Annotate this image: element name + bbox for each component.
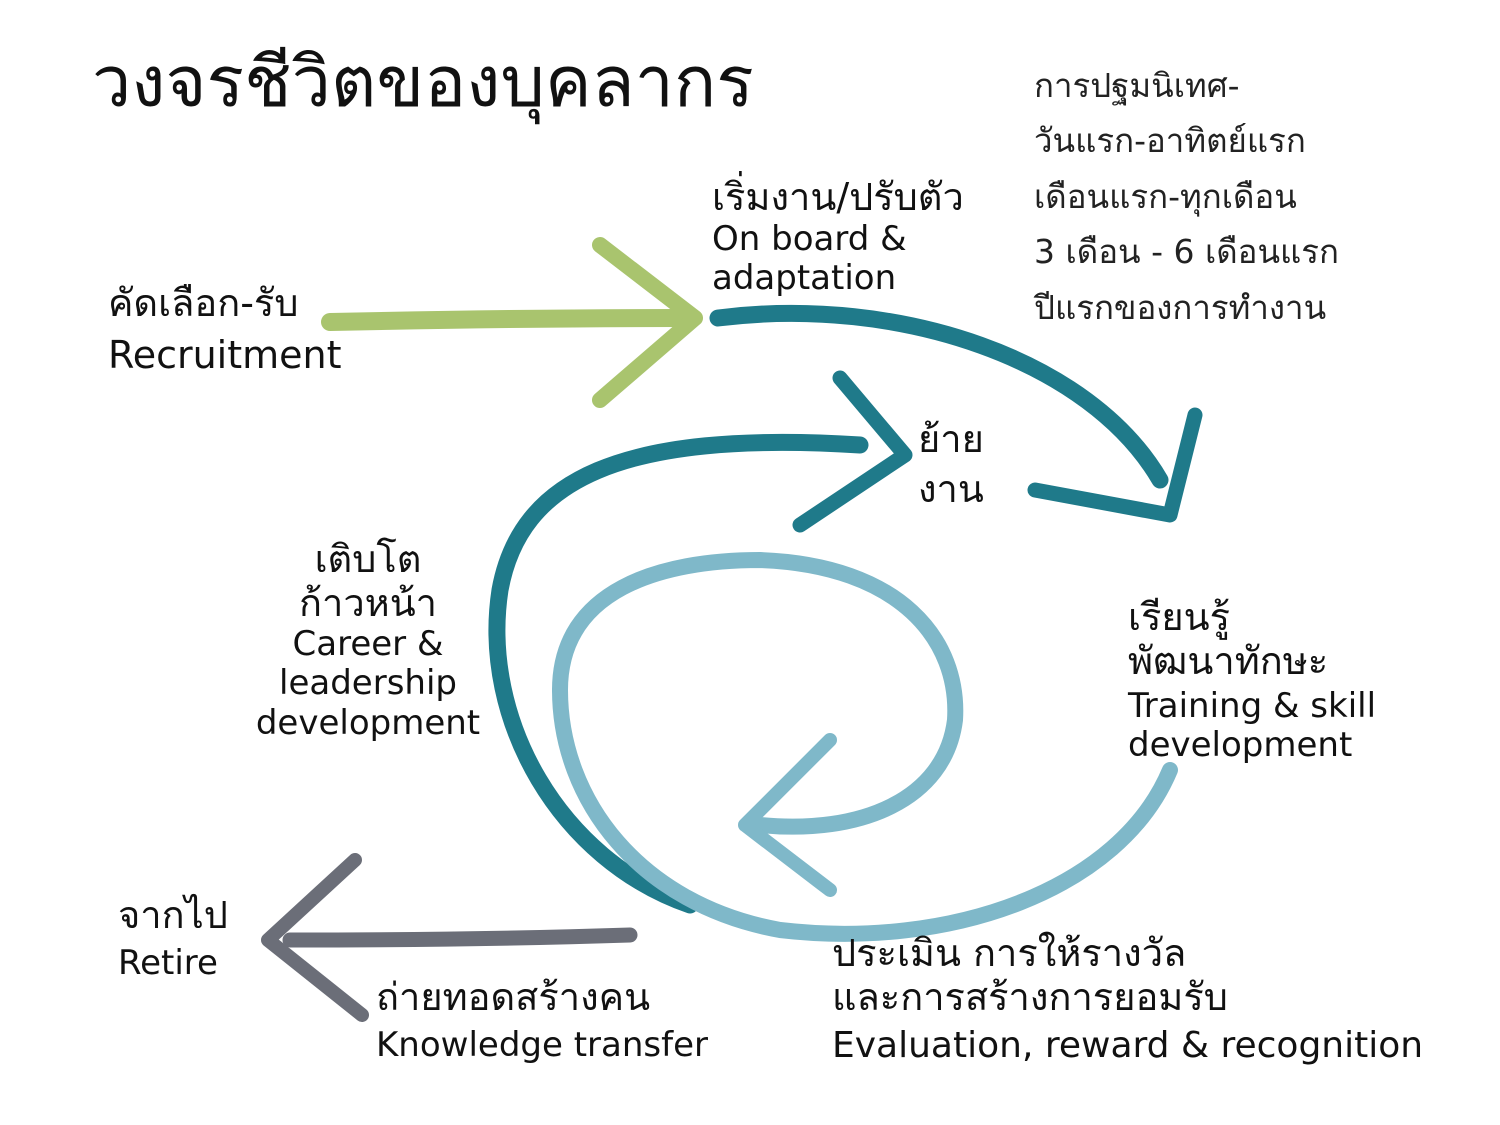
stage-career-th-1: เติบโต [314, 537, 422, 581]
page-title: วงจรชีวิตของบุคลากร [92, 41, 754, 123]
schedule-line: วันแรก-อาทิตย์แรก [1034, 121, 1306, 161]
onboard-arrow-head [1027, 407, 1203, 523]
recruit-arrow-shaft [321, 309, 689, 331]
stage-evaluation-en: Evaluation, reward & recognition [832, 1025, 1424, 1067]
recruit-arrow-head [592, 237, 703, 408]
onboard-arrow-shaft [709, 304, 1169, 489]
stage-career: เติบโต ก้าวหน้า Career & leadership deve… [248, 537, 488, 743]
stage-knowledge: ถ่ายทอดสร้างคน Knowledge transfer [376, 975, 708, 1065]
schedule-line: การปฐมนิเทศ- [1034, 66, 1240, 105]
stage-retire-th: จากไป [118, 893, 228, 937]
stage-knowledge-th: ถ่ายทอดสร้างคน [376, 975, 651, 1019]
stage-career-en-3: development [255, 702, 481, 743]
stage-evaluation-th-1: ประเมิน การให้รางวัล [832, 931, 1187, 975]
career-arrow-head [792, 370, 913, 533]
stage-career-en-1: Career & [292, 624, 444, 665]
career-arrow [488, 370, 913, 914]
schedule-line: เดือนแรก-ทุกเดือน [1034, 176, 1297, 216]
onboard-arrow [709, 304, 1203, 523]
stage-training-en-1: Training & skill [1128, 686, 1377, 727]
training-loop-outer [552, 682, 1178, 942]
stage-evaluation-th-2: และการสร้างการยอมรับ [832, 974, 1228, 1019]
stage-onboard: เริ่มงาน/ปรับตัว On board & adaptation [712, 175, 964, 298]
stage-onboard-en-2: adaptation [712, 257, 897, 298]
stage-career-en-2: leadership [279, 663, 457, 704]
stage-transfer-th-2: งาน [918, 466, 984, 511]
retire-arrow-shaft [282, 927, 638, 948]
stage-transfer-th-1: ย้าย [918, 417, 984, 461]
training-loop-head [738, 733, 837, 897]
schedule-line: ปีแรกของการทำงาน [1034, 287, 1327, 327]
stage-career-th-2: ก้าวหน้า [298, 580, 438, 625]
stage-knowledge-en: Knowledge transfer [376, 1024, 708, 1065]
stage-onboard-th: เริ่มงาน/ปรับตัว [712, 175, 964, 219]
stage-recruitment-en: Recruitment [108, 332, 342, 377]
onboarding-schedule: การปฐมนิเทศ- วันแรก-อาทิตย์แรก เดือนแรก-… [1034, 58, 1339, 335]
career-arrow-shaft [488, 433, 869, 914]
stage-retire: จากไป Retire [118, 893, 228, 983]
stage-evaluation: ประเมิน การให้รางวัล และการสร้างการยอมรั… [832, 931, 1424, 1067]
stage-recruitment: คัดเลือก-รับ Recruitment [108, 281, 342, 377]
stage-training-th-2: พัฒนาทักษะ [1128, 638, 1329, 683]
schedule-line: 3 เดือน - 6 เดือนแรก [1034, 232, 1340, 272]
stage-retire-en: Retire [118, 942, 218, 983]
stage-training-en-2: development [1128, 725, 1353, 766]
stage-onboard-en-1: On board & [712, 218, 907, 259]
recruit-arrow [321, 237, 703, 408]
retire-arrow-head [261, 853, 369, 1022]
training-loop-inner [552, 552, 964, 835]
stage-transfer: ย้าย งาน [918, 417, 984, 511]
training-loop [552, 552, 1178, 942]
retire-arrow [261, 853, 638, 1022]
stage-recruitment-th: คัดเลือก-รับ [108, 281, 299, 325]
stage-training-th-1: เรียนรู้ [1128, 595, 1231, 639]
stage-training: เรียนรู้ พัฒนาทักษะ Training & skill dev… [1128, 595, 1377, 766]
